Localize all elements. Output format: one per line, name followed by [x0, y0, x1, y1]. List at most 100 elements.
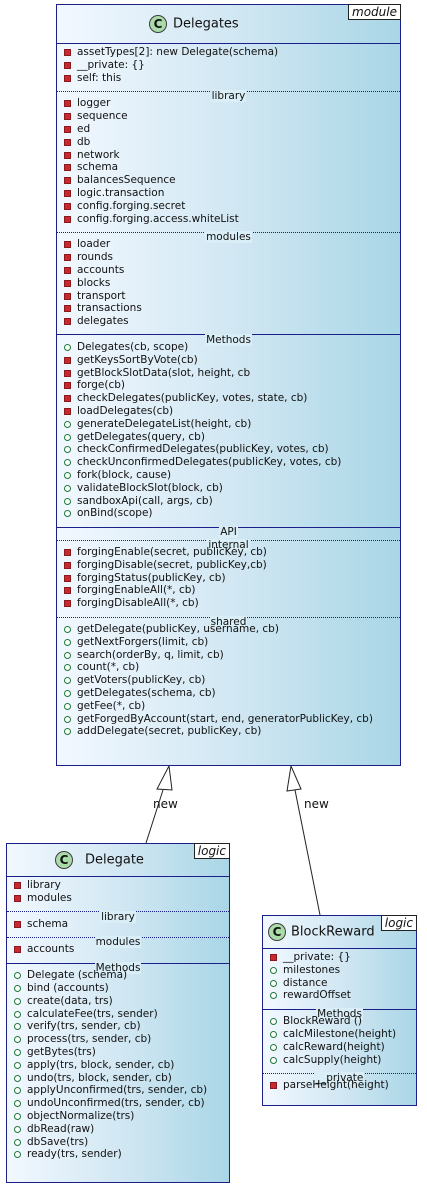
private-visibility-icon	[14, 894, 21, 902]
member-text: search(orderBy, q, limit, cb)	[77, 648, 224, 661]
member-row: accounts	[7, 943, 229, 956]
member-text: logger	[77, 97, 111, 110]
member-text: loader	[77, 238, 111, 251]
member-row: logger	[57, 97, 400, 110]
member-text: milestones	[283, 963, 341, 976]
class-blockreward[interactable]: C BlockReward logic __private: {}milesto…	[262, 915, 417, 1106]
private-visibility-icon	[64, 189, 71, 197]
class-delegates-header: C Delegates module	[57, 4, 401, 44]
public-visibility-icon	[64, 343, 71, 351]
private-visibility-icon	[64, 151, 71, 159]
member-text: config.forging.access.whiteList	[77, 212, 239, 225]
public-visibility-icon	[14, 972, 21, 980]
member-row: getNextForgers(limit, cb)	[57, 636, 400, 649]
member-row: dbSave(trs)	[7, 1136, 229, 1149]
member-text: undoUnconfirmed(trs, sender, cb)	[27, 1097, 205, 1110]
public-visibility-icon	[270, 1056, 277, 1064]
relation-label-delegate: new	[153, 797, 178, 811]
member-text: dbRead(raw)	[27, 1122, 95, 1135]
member-row: count(*, cb)	[57, 661, 400, 674]
private-visibility-icon	[64, 318, 71, 326]
class-delegates[interactable]: C Delegates module assetTypes[2]: new De…	[56, 4, 401, 766]
member-row: calcMilestone(height)	[263, 1028, 416, 1041]
member-row: addDelegate(secret, publicKey, cb)	[57, 725, 400, 738]
member-text: getFee(*, cb)	[77, 699, 146, 712]
private-visibility-icon	[64, 587, 71, 595]
section-separator: __private	[263, 1066, 416, 1085]
public-visibility-icon	[270, 979, 277, 987]
member-text: library	[27, 879, 61, 891]
member-text: db	[77, 135, 91, 148]
section-separator: Methods	[57, 328, 400, 346]
private-visibility-icon	[64, 215, 71, 223]
member-text: verify(trs, sender, cb)	[27, 1020, 141, 1033]
public-visibility-icon	[64, 702, 71, 710]
public-visibility-icon	[14, 1138, 21, 1146]
private-visibility-icon	[64, 241, 71, 249]
section-separator: internal	[57, 533, 400, 552]
public-visibility-icon	[270, 966, 277, 974]
member-row: objectNormalize(trs)	[7, 1110, 229, 1123]
private-visibility-icon	[64, 177, 71, 185]
private-visibility-icon	[64, 407, 71, 415]
relation-delegate-delegates	[145, 789, 164, 844]
member-row: db	[57, 136, 400, 149]
member-row: forgingDisableAll(*, cb)	[57, 597, 400, 610]
public-visibility-icon	[14, 1010, 21, 1018]
member-text: getVoters(publicKey, cb)	[77, 674, 206, 687]
member-text: Delegates(cb, scope)	[77, 340, 189, 353]
public-visibility-icon	[64, 497, 71, 505]
private-visibility-icon	[64, 561, 71, 569]
public-visibility-icon	[64, 446, 71, 454]
member-text: balancesSequence	[77, 174, 176, 187]
member-text: getForgedByAccount(start, end, generator…	[77, 712, 373, 725]
member-row: validateBlockSlot(block, cb)	[57, 482, 400, 495]
public-visibility-icon	[270, 1030, 277, 1038]
public-visibility-icon	[64, 690, 71, 698]
public-visibility-icon	[14, 1087, 21, 1095]
member-row: BlockReward ()	[263, 1015, 416, 1028]
section-separator: Methods	[263, 1002, 416, 1021]
member-row: getDelegates(schema, cb)	[57, 687, 400, 700]
public-visibility-icon	[64, 728, 71, 736]
member-row: getForgedByAccount(start, end, generator…	[57, 713, 400, 726]
member-text: sandboxApi(call, args, cb)	[77, 494, 213, 507]
section-separator: API	[57, 520, 400, 539]
member-text: __private: {}	[283, 951, 351, 963]
public-visibility-icon	[270, 992, 277, 1000]
member-text: addDelegate(secret, publicKey, cb)	[77, 725, 262, 738]
private-visibility-icon	[64, 266, 71, 274]
inheritance-arrow-delegate	[156, 764, 173, 791]
member-row: library	[7, 879, 229, 892]
class-blockreward-header: C BlockReward logic	[263, 915, 417, 949]
member-text: getNextForgers(limit, cb)	[77, 635, 209, 648]
member-text: getDelegate(publicKey, username, cb)	[77, 623, 279, 636]
public-visibility-icon	[64, 677, 71, 685]
member-row: getDelegate(publicKey, username, cb)	[57, 623, 400, 636]
member-row: verify(trs, sender, cb)	[7, 1020, 229, 1033]
member-text: getBlockSlotData(slot, height, cb	[77, 366, 251, 379]
member-row: delegates	[57, 315, 400, 328]
private-visibility-icon	[64, 305, 71, 313]
member-row: distance	[263, 977, 416, 990]
member-text: forgingDisable(secret, publicKey,cb)	[77, 558, 267, 571]
member-row: getBytes(trs)	[7, 1046, 229, 1059]
member-text: forgingDisableAll(*, cb)	[77, 597, 199, 610]
public-visibility-icon	[14, 1074, 21, 1082]
public-visibility-icon	[64, 715, 71, 723]
member-row: schema	[7, 918, 229, 931]
member-text: assetTypes[2]: new Delegate(schema)	[77, 46, 279, 58]
member-text: modules	[27, 891, 72, 904]
member-row: forgingStatus(publicKey, cb)	[57, 572, 400, 585]
member-row: ed	[57, 123, 400, 136]
member-text: calcReward(height)	[283, 1040, 385, 1053]
member-row: checkUnconfirmedDelegates(publicKey, vot…	[57, 456, 400, 469]
member-text: undo(trs, block, sender, cb)	[27, 1071, 172, 1084]
member-row: sandboxApi(call, args, cb)	[57, 495, 400, 508]
private-visibility-icon	[64, 61, 71, 69]
public-visibility-icon	[64, 651, 71, 659]
class-name: Delegate	[85, 852, 144, 868]
